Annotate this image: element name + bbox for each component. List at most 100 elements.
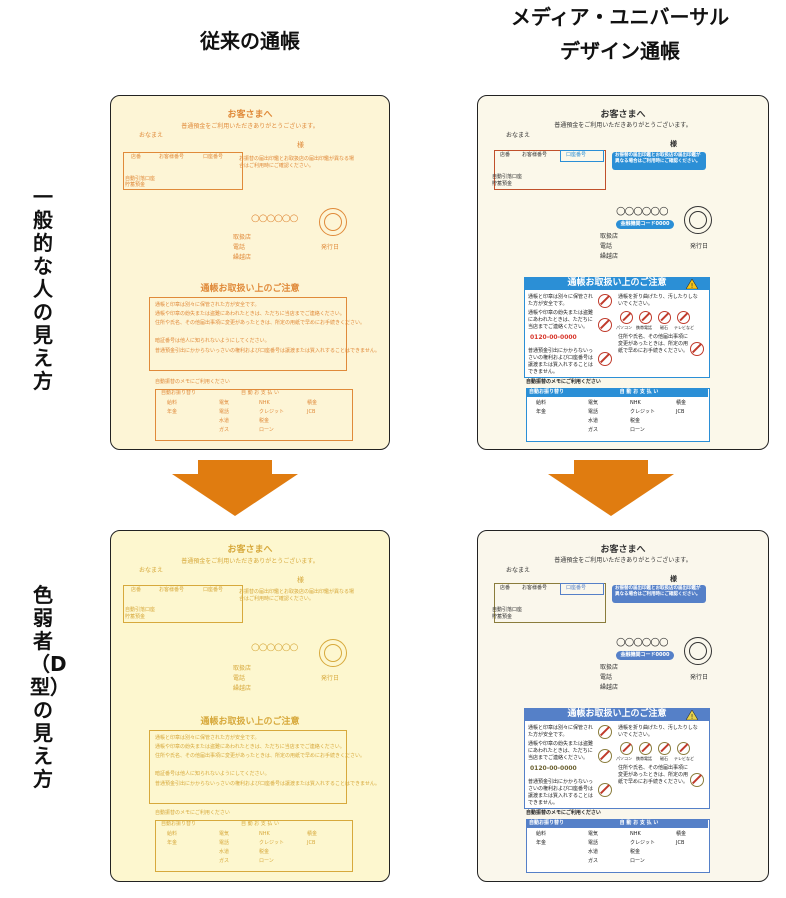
no-magnet-icon bbox=[658, 742, 671, 755]
sama-label: 様 bbox=[670, 575, 677, 583]
phone-label: 電話 bbox=[600, 674, 613, 681]
caution-item-6: 通帳を折り曲げたり、汚したりしないでください。 bbox=[618, 725, 698, 738]
caution-item-7: 住所や氏名、その他届出事項に変更があったときは、所定の用紙で早めにお手続きくださ… bbox=[618, 765, 689, 785]
sama-label: 様 bbox=[670, 140, 677, 148]
memo-item-pension: 年金 bbox=[167, 409, 178, 415]
caution-item-1: 通帳と印章は別々に保管された方が安全です。 bbox=[528, 725, 594, 738]
row-label-colorblind: 色弱者（D型）の見え方 bbox=[30, 583, 70, 791]
no-magnet-icon bbox=[658, 311, 671, 324]
caution-item-2: 通帳や印章の紛失または盗難にあわれたときは、ただちに当店までご連絡ください。 bbox=[528, 310, 594, 330]
caution-item-1: 通帳と印章は別々に保管された方が安全です。 bbox=[155, 735, 260, 741]
caution-item-3: 普通預金引出にかからないっさいの権利および口座番号は譲渡または質入れすることはで… bbox=[528, 779, 594, 806]
appliance-magnet: 磁石 bbox=[660, 756, 668, 761]
caution-title: 通帳お取扱い上のご注意 bbox=[524, 708, 710, 721]
no-phone-icon bbox=[639, 742, 652, 755]
col-store: 店番 bbox=[131, 587, 142, 593]
memo-header: 自動お振り替り bbox=[161, 821, 197, 827]
row-auto: 自動引落口座 bbox=[125, 607, 156, 613]
memo-item-loan: ローン bbox=[630, 427, 645, 433]
hours-label: 繰越店 bbox=[233, 685, 252, 692]
auto-pay-header: 自 動 お 支 払 い bbox=[570, 388, 708, 397]
memo-item-salary: 給料 bbox=[167, 831, 178, 837]
memo-item-gas: ガス bbox=[219, 427, 230, 433]
memo-item-loan: ローン bbox=[259, 858, 274, 864]
memo-item-tax: 税金 bbox=[259, 849, 270, 855]
auto-pay-header: 自 動 お 支 払 い bbox=[241, 821, 279, 827]
memo-item-water: 水道 bbox=[588, 418, 599, 424]
account-no-highlight bbox=[560, 583, 604, 595]
no-bending-icon bbox=[598, 725, 612, 739]
caution-item-5: 普通預金引出にかからないっさいの権利および口座番号は譲渡または質入れすることはで… bbox=[155, 348, 380, 354]
warning-icon: ! bbox=[686, 279, 698, 289]
no-seal-icon bbox=[690, 342, 704, 356]
row-auto: 自動引落口座 bbox=[492, 174, 523, 180]
appliance-phone: 携帯電話 bbox=[636, 756, 652, 761]
name-label: おなまえ bbox=[506, 132, 531, 139]
caution-title: 通帳お取扱い上のご注意 bbox=[524, 277, 710, 290]
phone-label: 電話 bbox=[600, 243, 613, 250]
memo-item-phone: 電話 bbox=[588, 409, 599, 415]
caution-title: 通帳お取扱い上のご注意 bbox=[200, 284, 300, 294]
memo-item-credit: クレジット bbox=[259, 840, 285, 846]
account-box bbox=[494, 150, 606, 190]
col-account-no: 口座番号 bbox=[203, 587, 224, 593]
memo-item-water: 水道 bbox=[588, 849, 599, 855]
appliance-tv: テレビなど bbox=[674, 756, 694, 761]
caution-item-3: 住所や氏名、その他届出事項に変更があったときは、所定の用紙で早めにお手続きくださ… bbox=[155, 753, 366, 759]
svg-text:!: ! bbox=[691, 713, 694, 720]
issue-date-label: 発行日 bbox=[321, 675, 340, 682]
issue-date-label: 発行日 bbox=[321, 244, 340, 251]
memo-item-phone: 電話 bbox=[219, 409, 230, 415]
no-tv-icon bbox=[677, 311, 690, 324]
caution-phone: 0120-00-0000 bbox=[530, 765, 577, 772]
circles-row: ○○○○○○ bbox=[251, 213, 298, 224]
appliance-tv: テレビなど bbox=[674, 325, 694, 330]
account-box bbox=[123, 152, 243, 190]
notice-text: お振替の届出印鑑とお取扱店の届出印鑑が異なる場合はご利用時にご確認ください。 bbox=[239, 589, 355, 602]
universal-title-line1: メディア・ユニバーサル bbox=[510, 5, 730, 29]
memo-label: 自動振替のメモにご利用ください bbox=[155, 379, 230, 385]
no-tv-icon bbox=[677, 742, 690, 755]
row-auto: 自動引落口座 bbox=[125, 176, 156, 182]
issue-date-label: 発行日 bbox=[690, 674, 709, 681]
caution-item-6: 通帳を折り曲げたり、汚したりしないでください。 bbox=[618, 294, 698, 307]
caution-item-4: 暗証番号は他人に知られないようにしてください。 bbox=[155, 338, 270, 344]
caution-title: 通帳お取扱い上のご注意 bbox=[200, 717, 300, 727]
name-label: おなまえ bbox=[139, 132, 164, 139]
account-box bbox=[494, 583, 606, 623]
caution-item-2: 通帳や印章の紛失または盗難にあわれたときは、ただちに当店までご連絡ください。 bbox=[155, 311, 345, 317]
caution-item-3: 住所や氏名、その他届出事項に変更があったときは、所定の用紙で早めにお手続きくださ… bbox=[155, 320, 366, 326]
memo-item-tax: 税金 bbox=[259, 418, 270, 424]
memo-item-loan: ローン bbox=[259, 427, 274, 433]
hours-label: 繰越店 bbox=[600, 684, 619, 691]
memo-item-nhk: NHK bbox=[630, 400, 641, 406]
svg-text:!: ! bbox=[691, 282, 694, 289]
memo-item-electric: 電気 bbox=[588, 831, 599, 837]
seal-stamp bbox=[319, 639, 347, 667]
issue-date-label: 発行日 bbox=[690, 243, 709, 250]
caution-box bbox=[149, 297, 347, 371]
hours-label: 繰越店 bbox=[233, 254, 252, 261]
passbook-universal-normal: お客さまへ 普通預金をご利用いただきありがとうございます。 おなまえ 様 店番 … bbox=[477, 95, 769, 450]
col-account-type: お客様番号 bbox=[159, 587, 185, 593]
memo-item-jcb: JCB bbox=[676, 409, 685, 415]
thanks-text: 普通預金をご利用いただきありがとうございます。 bbox=[554, 557, 692, 564]
caution-item-5: 普通預金引出にかからないっさいの権利および口座番号は譲渡または質入れすることはで… bbox=[155, 781, 380, 787]
memo-item-jcb: JCB bbox=[307, 840, 316, 846]
memo-item-salary: 給料 bbox=[167, 400, 178, 406]
arrow-down-right bbox=[548, 460, 674, 516]
passbook-traditional-normal: お客さまへ 普通預金をご利用いただきありがとうございます。 おなまえ 様 店番 … bbox=[110, 95, 390, 450]
caution-box bbox=[524, 708, 710, 809]
branch-label: 取扱店 bbox=[600, 664, 619, 671]
no-seal-icon bbox=[690, 773, 704, 787]
name-label: おなまえ bbox=[506, 567, 531, 574]
memo-item-tax: 税金 bbox=[630, 418, 641, 424]
name-label: おなまえ bbox=[139, 567, 164, 574]
circles-row: ○○○○○○ bbox=[251, 642, 298, 653]
memo-label: 自動振替のメモにご利用ください bbox=[526, 379, 601, 385]
bank-code-badge: 金融機関コード0000 bbox=[616, 651, 674, 660]
memo-item-tax: 税金 bbox=[630, 849, 641, 855]
bank-code-badge: 金融機関コード0000 bbox=[616, 220, 674, 229]
no-stamp-icon bbox=[598, 318, 612, 332]
row-savings: 貯蓄預金 bbox=[492, 614, 513, 620]
